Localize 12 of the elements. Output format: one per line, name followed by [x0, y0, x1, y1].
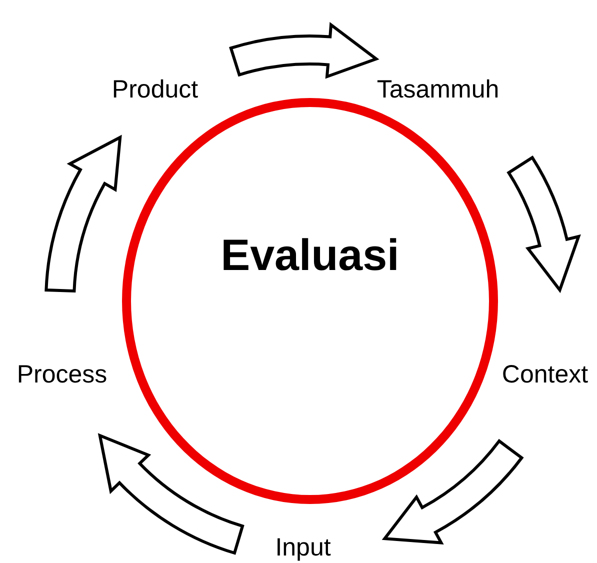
circle-node: [122, 98, 498, 504]
block-arrow: [507, 156, 580, 292]
block-arrow: [44, 136, 122, 292]
block-arrow: [98, 434, 244, 554]
block-arrow: [383, 440, 524, 544]
circle-label: Evaluasi: [220, 231, 400, 281]
stage-label: Context: [502, 360, 588, 390]
stage-label: Product: [112, 76, 198, 104]
stage-label: Process: [16, 360, 108, 390]
stage-label: Tasammuh: [376, 76, 500, 104]
stage-label: Input: [275, 534, 331, 562]
block-arrow: [229, 23, 378, 78]
